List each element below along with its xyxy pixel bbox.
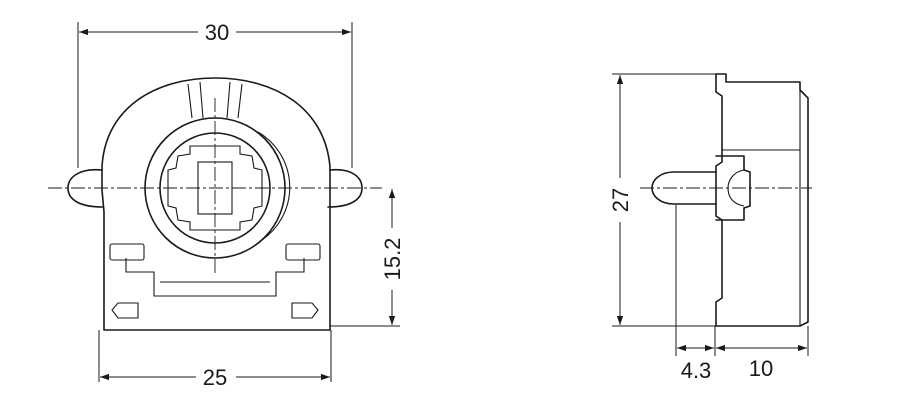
right-lug [327,168,363,208]
top-slot-right [226,81,243,119]
front-body-outline [101,77,331,331]
dim-25-label: 25 [203,365,227,390]
left-screw-slot [111,302,139,319]
side-view [640,73,812,327]
side-stud [715,155,751,221]
left-window [109,243,145,261]
right-screw-slot [291,302,319,319]
dim-15-2-label: 15.2 [380,238,405,281]
side-body-outline [715,73,809,327]
dim-30-label: 30 [205,20,229,45]
base-frame [125,258,305,297]
rotor-contour [167,145,263,231]
top-slot-left [187,81,204,119]
front-dimensions: 30 25 15.2 [77,20,405,390]
front-view [48,77,382,331]
socket-ring-inner-arc [257,131,291,241]
side-pin [651,171,717,205]
side-dimensions: 27 4.3 10 [608,73,809,383]
dim-10-label: 10 [749,356,773,381]
dim-4-3-label: 4.3 [681,358,712,383]
dim-27-label: 27 [608,188,633,212]
right-window [285,243,321,261]
